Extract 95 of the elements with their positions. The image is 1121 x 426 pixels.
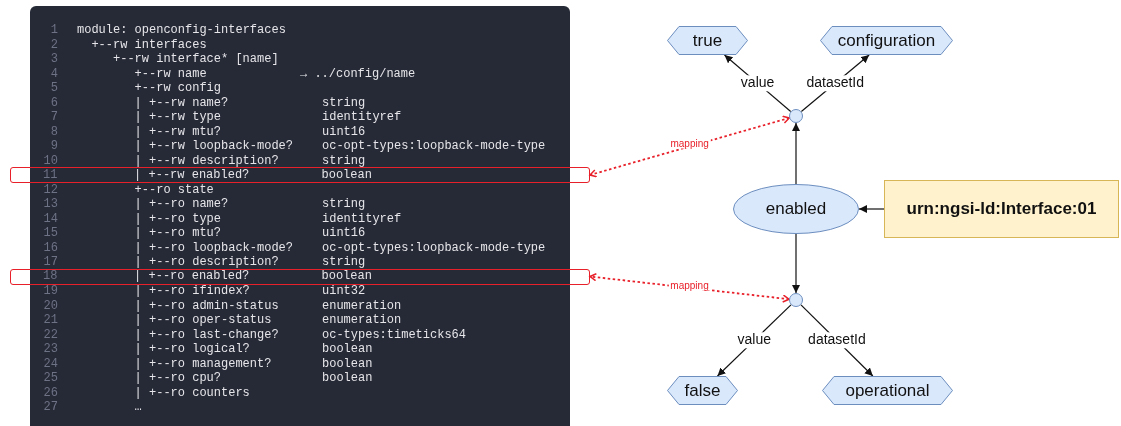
type-text: boolean [321,168,372,181]
line-number: 8 [49,125,58,138]
code-text: | +--ro loopback-mode? [134,241,294,254]
line-number: 18 [42,270,58,283]
code-panel [30,6,570,426]
line-number: 26 [42,386,58,399]
line-number: 21 [42,314,58,327]
code-text: | +--ro counters [134,386,250,399]
code-text: +--rw config [134,82,221,95]
code-text: | +--ro oper-status [134,314,272,327]
entity-box: urn:ngsi-ld:Interface:01 [884,180,1119,238]
type-text: oc-opt-types:loopback-mode-type [322,140,546,153]
type-text: uint32 [322,285,366,298]
code-text: | +--ro cpu? [134,372,221,385]
edge-label: datasetId [804,75,867,91]
arrow [792,122,800,185]
line-number: 16 [42,241,58,254]
arrow [792,233,800,294]
type-text: boolean [322,372,373,385]
edge-label: mapping [668,137,711,149]
highlight-box [10,167,590,183]
line-number: 5 [49,82,58,95]
code-text: +--ro state [134,183,214,196]
line-number: 25 [42,372,58,385]
code-text: | +--ro management? [134,357,272,370]
code-text: | +--rw enabled? [134,168,250,181]
type-text: identityref [322,111,402,124]
type-text: identityref [322,212,402,225]
line-number: 13 [42,198,58,211]
code-text: +--rw interface* [name] [113,53,279,66]
line-number: 23 [42,343,58,356]
type-text: boolean [321,270,372,283]
line-number: 6 [49,96,58,109]
type-text: boolean [322,343,373,356]
hexagon-node: true [667,26,748,55]
line-number: 27 [42,401,58,414]
type-text: uint16 [322,227,366,240]
code-text: … [134,401,142,414]
junction-circle [789,293,803,307]
line-number: 4 [49,67,58,80]
edge-label: value [738,75,777,91]
code-text: | +--ro enabled? [134,270,250,283]
type-text: oc-types:timeticks64 [322,328,467,341]
code-text: | +--ro ifindex? [134,285,250,298]
code-text: | +--rw name? [134,96,229,109]
property-ellipse: enabled [733,184,859,234]
code-text: | +--ro description? [134,256,279,269]
hexagon-node: false [667,376,738,405]
type-text: string [322,96,366,109]
type-text: enumeration [322,314,402,327]
edge-label: datasetId [806,332,868,349]
code-text: | +--ro last-change? [134,328,279,341]
code-text: +--rw interfaces [91,38,207,51]
code-text: | +--rw loopback-mode? [134,140,294,153]
line-number: 7 [49,111,58,124]
line-number: 17 [42,256,58,269]
code-text: | +--rw type [134,111,221,124]
hexagon-node: configuration [820,26,953,55]
arrow [858,205,885,213]
code-text: | +--ro type [134,212,221,225]
highlight-box [10,268,590,285]
line-number: 3 [49,53,58,66]
junction-circle [789,109,803,123]
code-text: | +--ro logical? [134,343,250,356]
line-number: 22 [42,328,58,341]
hexagon-node: operational [822,376,953,405]
edge-label: value [735,332,773,349]
line-number: 15 [42,227,58,240]
code-text: | +--ro mtu? [134,227,221,240]
line-number: 12 [42,183,58,196]
edge-label: mapping [668,279,711,291]
code-text: | +--rw mtu? [134,125,221,138]
code-text: | +--ro name? [134,198,229,211]
type-text: boolean [322,357,373,370]
code-text: | +--ro admin-status [134,299,279,312]
line-number: 9 [49,140,58,153]
line-number: 10 [42,154,58,167]
code-text: module: openconfig-interfaces [77,24,286,37]
line-number: 14 [42,212,58,225]
type-text: uint16 [322,125,366,138]
type-text: oc-opt-types:loopback-mode-type [322,241,546,254]
line-number: 1 [49,24,58,37]
type-text: enumeration [322,299,402,312]
mapping-arrow [589,115,791,178]
line-number: 24 [42,357,58,370]
line-number: 2 [49,38,58,51]
line-number: 19 [42,285,58,298]
line-number: 20 [42,299,58,312]
type-text: → ../config/name [300,67,416,80]
type-text: string [322,198,366,211]
code-text: | +--rw description? [134,154,279,167]
code-text: +--rw name [134,67,207,80]
type-text: string [322,154,366,167]
line-number: 11 [42,168,58,181]
type-text: string [322,256,366,269]
